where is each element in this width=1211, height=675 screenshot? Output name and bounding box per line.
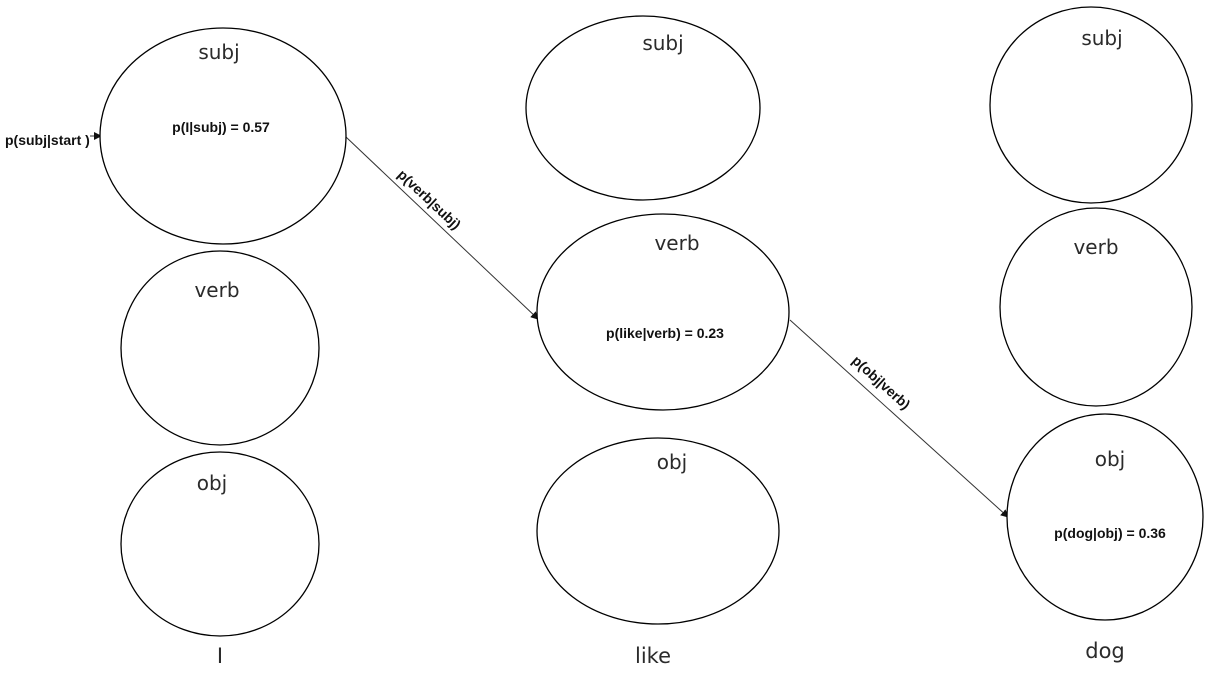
state-label-i-obj: obj [197,471,228,495]
state-node-like-verb[interactable] [536,213,790,411]
column-i: subj p(I|subj) = 0.57 verb obj I [99,27,347,668]
state-label-dog-obj: obj [1095,447,1126,471]
state-label-like-obj: obj [657,450,688,474]
state-label-i-subj: subj [198,40,239,64]
column-like: subj verb p(like|verb) = 0.23 obj like [525,15,790,668]
state-node-i-verb[interactable] [120,250,320,446]
state-node-dog-verb[interactable] [999,207,1193,407]
word-label-dog: dog [1085,639,1125,663]
emission-label-i-subj: p(I|subj) = 0.57 [172,119,270,135]
edge-verb-to-obj [789,319,1009,518]
emission-label-like-verb: p(like|verb) = 0.23 [606,325,724,341]
word-label-like: like [635,644,671,668]
state-node-like-obj[interactable] [536,437,780,625]
word-label-i: I [217,644,223,668]
state-node-like-subj[interactable] [525,15,761,201]
state-label-like-subj: subj [642,31,683,55]
column-dog: subj verb obj p(dog|obj) = 0.36 dog [989,6,1204,663]
state-label-like-verb: verb [654,231,699,255]
state-node-i-subj[interactable] [99,27,347,245]
edge-label-subj-to-verb: p(verb|subj) [395,166,465,232]
edge-subj-to-verb [345,136,539,320]
state-node-dog-obj[interactable] [1006,413,1204,621]
state-node-i-obj[interactable] [120,451,320,637]
state-label-dog-subj: subj [1081,26,1122,50]
state-label-i-verb: verb [194,278,239,302]
emission-label-dog-obj: p(dog|obj) = 0.36 [1054,525,1166,541]
state-node-dog-subj[interactable] [989,6,1193,204]
edge-label-start: p(subj|start ) [5,132,90,148]
state-label-dog-verb: verb [1073,235,1118,259]
